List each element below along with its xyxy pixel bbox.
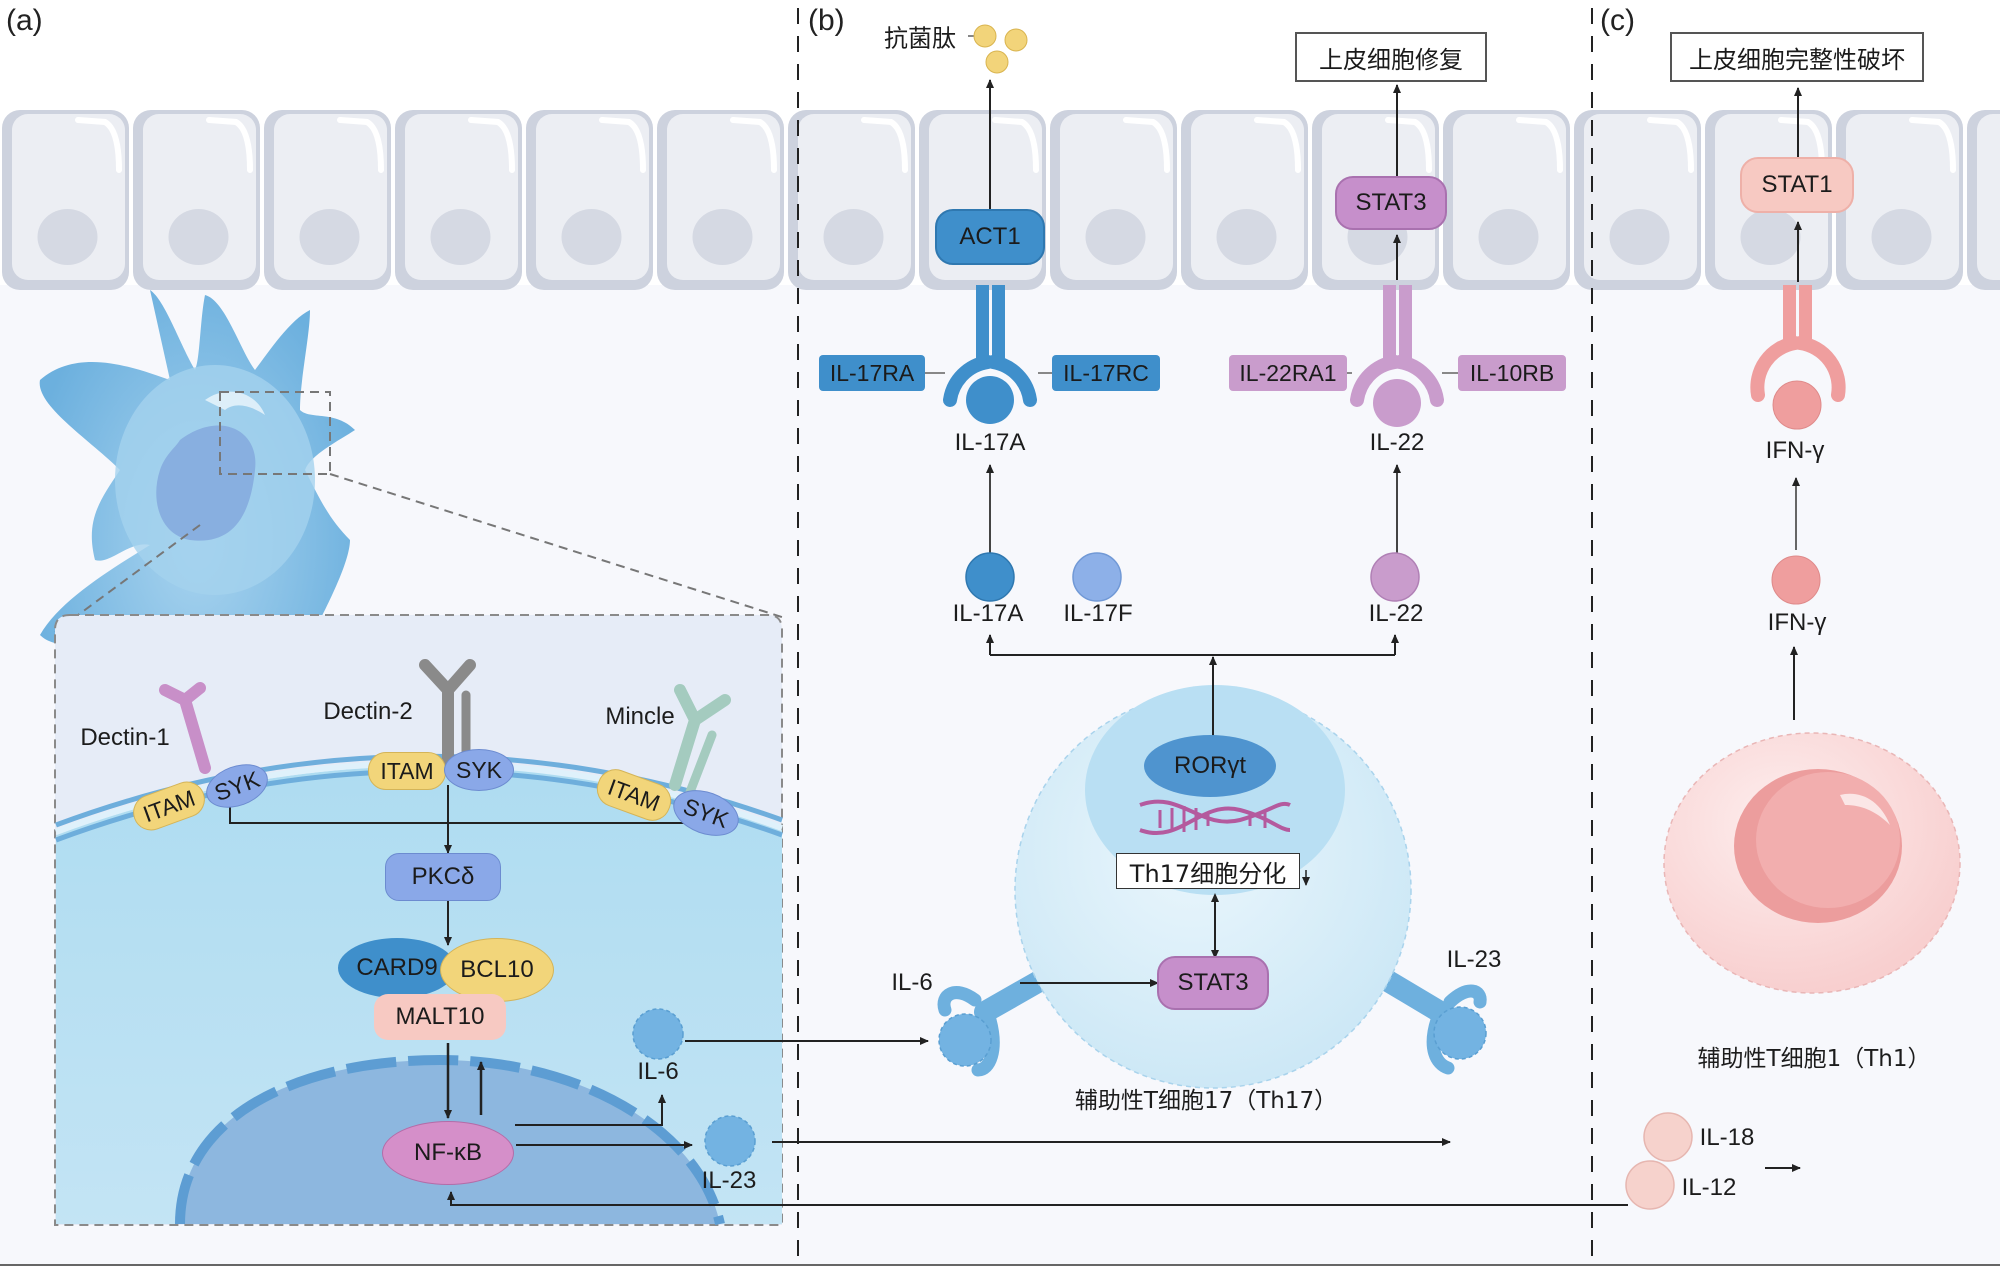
th17-cell xyxy=(937,685,1487,1089)
il17f-secreted-icon xyxy=(1072,552,1122,602)
epithelial-cell xyxy=(1181,110,1308,290)
ifng-bound-icon xyxy=(1772,380,1822,430)
card9-node: CARD9 xyxy=(338,938,456,998)
mincle-label: Mincle xyxy=(605,703,675,730)
il22-secreted-label: IL-22 xyxy=(1368,600,1424,627)
integrity-damage-box: 上皮细胞完整性破坏 xyxy=(1670,32,1924,82)
amp-dot-icon xyxy=(1004,28,1028,52)
il22-bound-icon xyxy=(1373,379,1421,427)
epithelial-cell xyxy=(1836,110,1963,290)
th1-cell-label: 辅助性T细胞1（Th1） xyxy=(1697,1046,1931,1072)
epithelial-cell xyxy=(788,110,915,290)
il17ra-tag: IL-17RA xyxy=(819,355,925,391)
il17a-bound-icon xyxy=(966,376,1014,424)
il22-bound-label: IL-22 xyxy=(1369,429,1425,456)
ifng-secreted-label: IFN-γ xyxy=(1767,609,1827,636)
il18-label: IL-18 xyxy=(1699,1124,1755,1151)
th17-cell-label: 辅助性T细胞17（Th17） xyxy=(1074,1088,1338,1114)
stat1-node: STAT1 xyxy=(1740,157,1854,213)
epithelial-repair-box: 上皮细胞修复 xyxy=(1295,32,1487,82)
amp-dot-icon xyxy=(973,24,997,48)
epithelial-cell xyxy=(1574,110,1701,290)
il17a-secreted-icon xyxy=(965,552,1015,602)
dectin2-syk: SYK xyxy=(444,749,514,791)
dna-icon xyxy=(1139,799,1291,836)
epithelial-cell xyxy=(395,110,522,290)
panel-label-a: (a) xyxy=(6,4,43,37)
epithelial-layer xyxy=(2,110,2000,290)
il6-molecule-icon xyxy=(632,1008,684,1060)
ifng-secreted-icon xyxy=(1771,555,1821,605)
il23-bound-icon xyxy=(1433,1006,1487,1060)
il17rc-tag: IL-17RC xyxy=(1052,355,1160,391)
arrow-il12-to-nfkb xyxy=(447,1191,1628,1206)
il18-molecule-icon xyxy=(1643,1112,1693,1162)
epithelial-cell xyxy=(1050,110,1177,290)
dectin2-itam: ITAM xyxy=(368,752,446,790)
stat3-th17-node: STAT3 xyxy=(1157,956,1269,1010)
il17f-secreted-label: IL-17F xyxy=(1063,600,1133,627)
dectin2-label: Dectin-2 xyxy=(323,698,413,725)
act1-node: ACT1 xyxy=(935,209,1045,265)
malt10-node: MALT10 xyxy=(374,994,506,1040)
arrow-nfkb-to-il6 xyxy=(515,1094,666,1126)
il12-molecule-icon xyxy=(1625,1160,1675,1210)
il22-receptor-icon xyxy=(1345,285,1460,407)
zoom-region-box xyxy=(219,391,331,475)
il10rb-tag: IL-10RB xyxy=(1458,355,1566,391)
il17a-secreted-label: IL-17A xyxy=(952,600,1024,627)
mincle-receptor-icon xyxy=(669,684,731,797)
dectin1-label: Dectin-1 xyxy=(80,724,170,751)
rorgt-node: RORγt xyxy=(1144,735,1276,797)
il22-secreted-icon xyxy=(1370,552,1420,602)
dectin1-receptor-icon xyxy=(159,682,211,774)
il17a-bound-label: IL-17A xyxy=(954,429,1026,456)
bcl10-node: BCL10 xyxy=(440,938,554,1002)
stat3-epithelial-node: STAT3 xyxy=(1335,176,1447,230)
il6-receptor-label: IL-6 xyxy=(891,969,933,996)
antimicrobial-peptide-label: 抗菌肽 xyxy=(884,24,956,53)
il23-label-a: IL-23 xyxy=(701,1167,757,1194)
epithelial-cell xyxy=(264,110,391,290)
epithelial-cell xyxy=(1443,110,1570,290)
il23-receptor-label: IL-23 xyxy=(1446,946,1502,973)
nfkb-node: NF-κB xyxy=(382,1121,514,1185)
th17-differentiation-box: Th17细胞分化 xyxy=(1116,853,1300,889)
panel-label-b: (b) xyxy=(808,4,845,37)
epithelial-cell xyxy=(1967,110,2000,290)
th1-cell xyxy=(1663,732,1961,994)
panel-label-c: (c) xyxy=(1600,4,1635,37)
zoom-guide-left xyxy=(54,524,201,633)
pkc-delta-node: PKCδ xyxy=(385,853,501,901)
ifng-bound-label: IFN-γ xyxy=(1765,437,1825,464)
epithelial-cell xyxy=(2,110,129,290)
il12-label: IL-12 xyxy=(1681,1174,1737,1201)
ifng-receptor-icon xyxy=(1750,285,1846,402)
amp-dot-icon xyxy=(985,50,1009,74)
epithelial-cell xyxy=(133,110,260,290)
il23-molecule-icon xyxy=(704,1115,756,1167)
il22ra1-tag: IL-22RA1 xyxy=(1229,355,1347,391)
epithelial-cell xyxy=(657,110,784,290)
epithelial-cell xyxy=(526,110,653,290)
dectin2-receptor-icon xyxy=(419,659,476,766)
il6-label-a: IL-6 xyxy=(637,1058,679,1085)
zoom-guide-right xyxy=(329,473,786,619)
il6-bound-icon xyxy=(938,1013,992,1067)
